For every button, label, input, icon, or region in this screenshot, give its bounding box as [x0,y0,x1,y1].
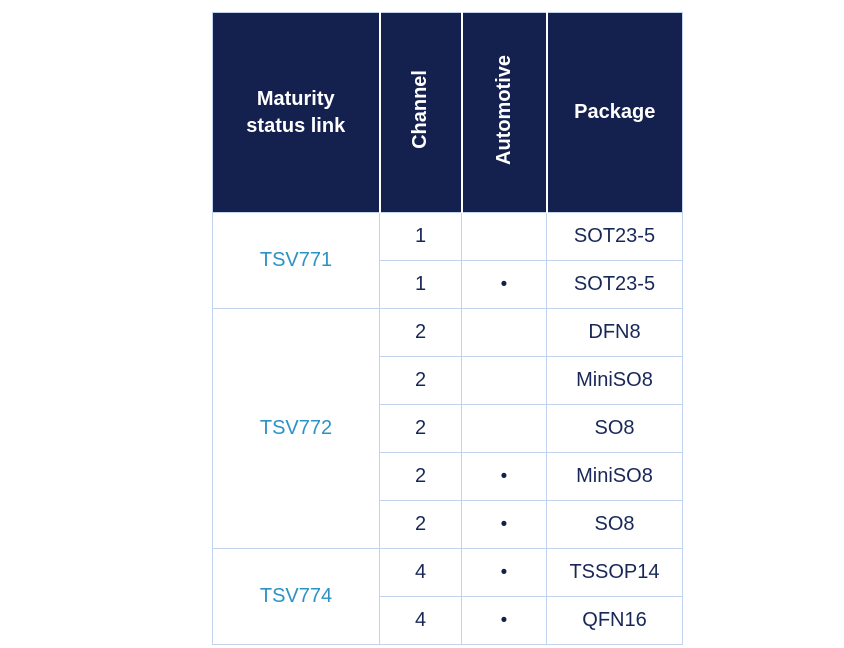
package-cell: MiniSO8 [546,452,683,501]
table-row: 2 • MiniSO8 [213,452,683,501]
automotive-cell [461,404,547,453]
header-maturity-status-link-label: Maturity status link [246,87,346,137]
channel-cell: 4 [379,548,462,597]
automotive-cell: • [461,260,547,309]
product-selection-table: Maturity status link Channel Automotive … [212,12,683,645]
header-package-label: Package [574,101,656,123]
automotive-cell [461,308,547,357]
header-automotive-label: Automotive [492,54,515,165]
channel-cell: 2 [379,500,462,549]
automotive-cell: • [461,548,547,597]
table-row: 2 MiniSO8 [213,356,683,405]
header-channel-label: Channel [409,70,431,149]
part-link-tsv774[interactable]: TSV774 [212,548,380,645]
package-cell: MiniSO8 [546,356,683,405]
channel-cell: 2 [379,356,462,405]
table-row: TSV774 4 • TSSOP14 [212,548,683,645]
package-cell: SOT23-5 [546,260,683,309]
table-row: 2 • SO8 [213,500,683,549]
header-maturity-status-link: Maturity status link [212,12,381,213]
header-package: Package [545,12,683,213]
package-cell: DFN8 [546,308,683,357]
automotive-cell [461,212,547,261]
table-row: 2 SO8 [213,404,683,453]
package-cell: QFN16 [546,596,683,645]
header-automotive: Automotive [460,12,548,213]
header-row: Maturity status link Channel Automotive … [212,12,683,213]
part-link-tsv771[interactable]: TSV771 [212,212,380,309]
channel-cell: 2 [379,404,462,453]
automotive-cell [461,356,547,405]
channel-cell: 1 [379,212,462,261]
table-row: 4 • QFN16 [213,596,683,645]
package-cell: TSSOP14 [546,548,683,597]
automotive-cell: • [461,452,547,501]
package-cell: SO8 [546,404,683,453]
header-channel: Channel [378,12,463,213]
channel-cell: 1 [379,260,462,309]
channel-cell: 2 [379,308,462,357]
channel-cell: 4 [379,596,462,645]
part-link-tsv772[interactable]: TSV772 [212,308,380,549]
automotive-cell: • [461,500,547,549]
package-cell: SOT23-5 [546,212,683,261]
automotive-cell: • [461,596,547,645]
product-selection-table-wrap: Maturity status link Channel Automotive … [212,12,683,645]
package-cell: SO8 [546,500,683,549]
table-row: TSV771 1 SOT23-5 [212,212,683,309]
channel-cell: 2 [379,452,462,501]
table-row: TSV772 2 DFN8 [212,308,683,549]
